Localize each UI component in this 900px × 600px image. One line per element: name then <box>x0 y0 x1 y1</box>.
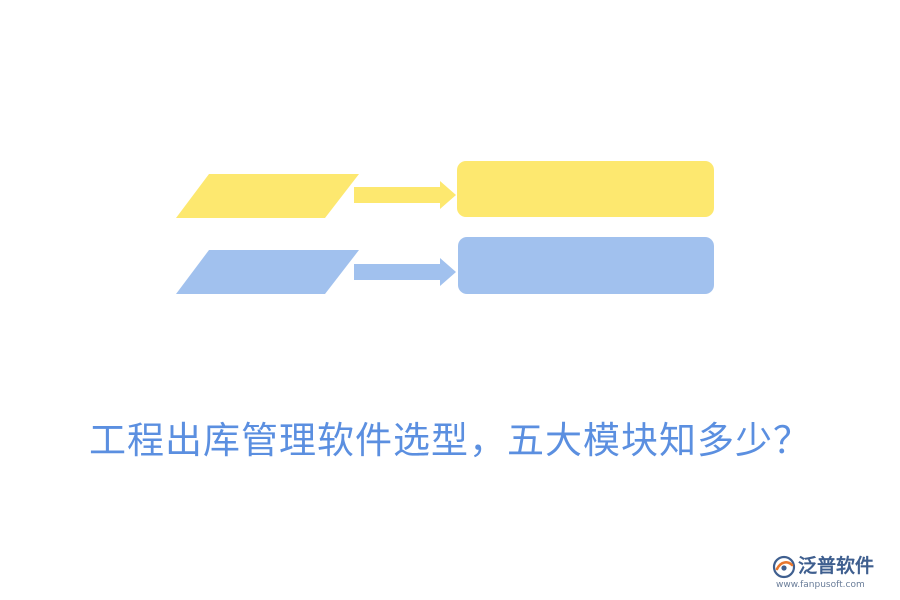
flow-row-2 <box>176 237 714 294</box>
input-parallelogram-2 <box>176 250 359 294</box>
output-box-1 <box>457 161 714 217</box>
input-parallelogram-1 <box>176 174 359 218</box>
brand-watermark: 泛普软件 www.fanpusoft.com <box>770 551 892 595</box>
brand-name: 泛普软件 <box>798 555 875 577</box>
arrow-right-2 <box>354 258 456 286</box>
page-title: 工程出库管理软件选型，五大模块知多少？ <box>89 419 811 462</box>
flow-row-1 <box>176 161 714 218</box>
brand-url: www.fanpusoft.com <box>776 580 865 590</box>
output-box-2 <box>458 237 714 294</box>
arrow-right-1 <box>354 181 456 209</box>
fanpu-logo-icon <box>772 555 796 579</box>
